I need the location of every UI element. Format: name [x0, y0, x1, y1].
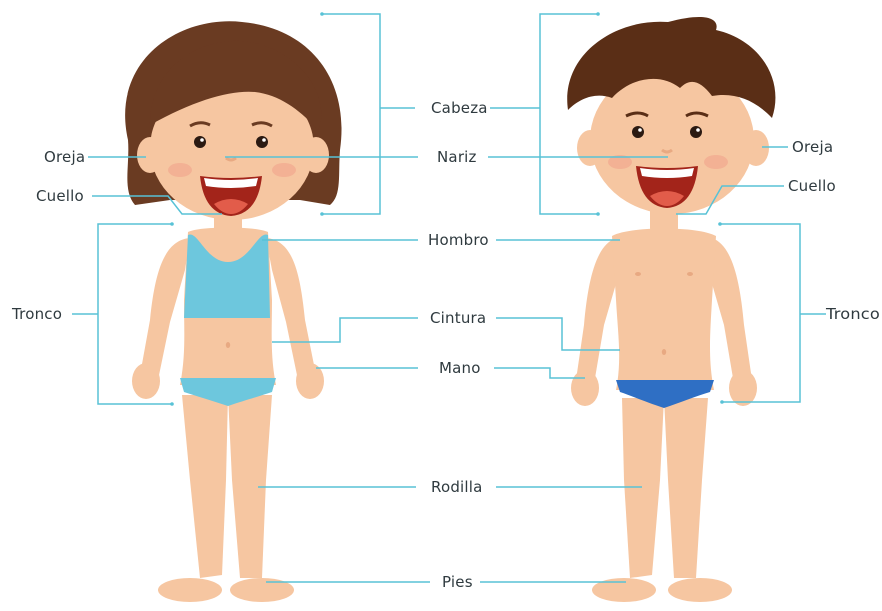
girl-navel [226, 342, 230, 348]
label-pies: Pies [442, 573, 473, 591]
boy-right-cheek [704, 155, 728, 169]
boy-right-leg [664, 398, 708, 578]
cabeza-bracket-right [540, 14, 598, 214]
label-mano: Mano [439, 359, 481, 377]
girl-left-cheek [168, 163, 192, 177]
label-oreja-left: Oreja [44, 148, 85, 166]
endpoint [718, 222, 722, 226]
boy-right-foot [668, 578, 732, 602]
endpoint [596, 212, 600, 216]
girl-right-eye [256, 136, 268, 148]
label-cintura: Cintura [430, 309, 486, 327]
boy-left-eye [632, 126, 644, 138]
girl-right-eye-shine [262, 138, 266, 142]
boy-right-arm [708, 238, 752, 384]
label-rodilla: Rodilla [431, 478, 483, 496]
boy-left-eye-shine [638, 128, 642, 132]
label-cuello-left: Cuello [36, 187, 84, 205]
girl-left-arm [140, 238, 190, 380]
girl-right-cheek [272, 163, 296, 177]
boy-right-hand [729, 370, 757, 406]
label-tronco-left: Tronco [11, 305, 62, 323]
girl-right-arm [266, 238, 316, 380]
boy-left-leg [622, 398, 664, 578]
boy-right-eye-shine [696, 128, 700, 132]
girl-left-leg [182, 395, 228, 578]
mano-line-right [494, 368, 585, 378]
label-cabeza: Cabeza [431, 99, 488, 117]
label-cuello-right: Cuello [788, 177, 836, 195]
girl-left-eye [194, 136, 206, 148]
boy-right-eye [690, 126, 702, 138]
boy-figure [567, 17, 775, 602]
endpoint [320, 212, 324, 216]
boy-left-hand [571, 370, 599, 406]
girl-left-eye-shine [200, 138, 204, 142]
boy-left-arm [576, 238, 620, 384]
label-tronco-right: Tronco [825, 305, 880, 323]
girl-left-foot [158, 578, 222, 602]
label-oreja-right: Oreja [792, 138, 833, 156]
label-hombro: Hombro [428, 231, 489, 249]
endpoint [596, 12, 600, 16]
endpoint [170, 222, 174, 226]
boy-left-nipple [635, 272, 641, 276]
endpoint [720, 400, 724, 404]
girl-left-hand [132, 363, 160, 399]
boy-navel [662, 349, 666, 355]
endpoint [170, 402, 174, 406]
girl-figure [125, 21, 341, 602]
boy-right-nipple [687, 272, 693, 276]
label-nariz: Nariz [437, 148, 477, 166]
endpoint [320, 12, 324, 16]
boy-torso [612, 229, 716, 391]
